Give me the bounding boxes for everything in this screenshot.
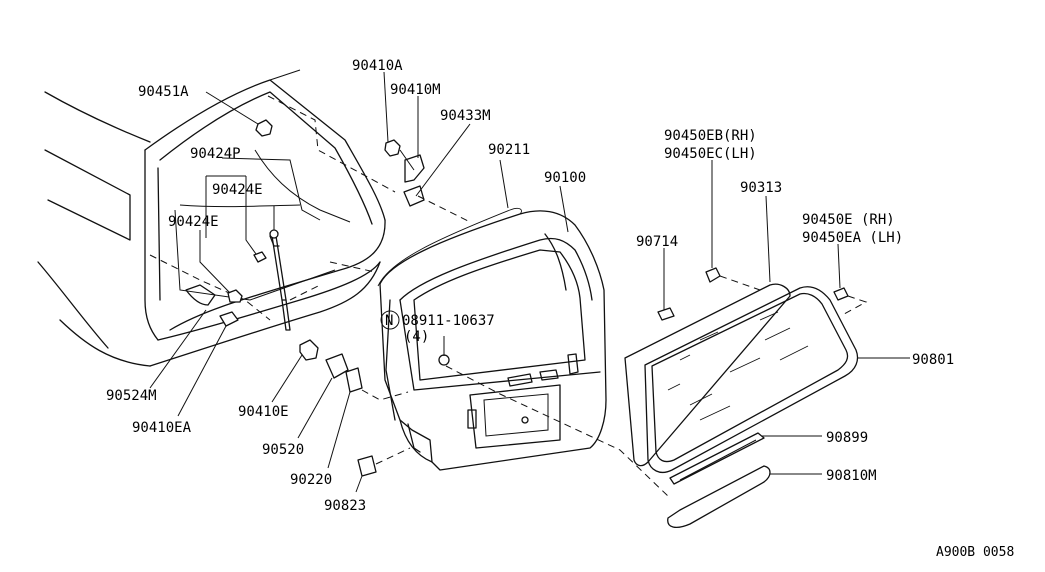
label-90810M: 90810M bbox=[826, 468, 877, 484]
diagram-code: A900B 0058 bbox=[936, 545, 1014, 560]
rear-glass-assembly bbox=[624, 267, 868, 529]
part-labels: 90451A 90410A 90410M 90433M 90424P 90424… bbox=[106, 58, 1014, 560]
label-90714: 90714 bbox=[636, 234, 678, 250]
label-90313: 90313 bbox=[740, 180, 782, 196]
label-90410A: 90410A bbox=[352, 58, 403, 74]
label-90520: 90520 bbox=[262, 442, 304, 458]
label-90220: 90220 bbox=[290, 472, 332, 488]
label-90450EA: 90450EA (LH) bbox=[802, 230, 903, 246]
label-90451A: 90451A bbox=[138, 84, 189, 100]
label-90424E-2: 90424E bbox=[168, 214, 219, 230]
gas-stay-assembly bbox=[219, 229, 291, 331]
leader-lines bbox=[149, 71, 910, 493]
label-90100: 90100 bbox=[544, 170, 586, 186]
label-90450EB: 90450EB(RH) bbox=[664, 128, 757, 144]
label-90410EA: 90410EA bbox=[132, 420, 192, 436]
label-90450EC: 90450EC(LH) bbox=[664, 146, 757, 162]
hinge-parts-top bbox=[384, 139, 425, 207]
label-08911-10637: 08911-10637 bbox=[402, 313, 495, 329]
hinge-parts-bottom bbox=[299, 339, 411, 477]
label-90450E: 90450E (RH) bbox=[802, 212, 895, 228]
assembly-guide-line bbox=[445, 365, 671, 499]
label-90801: 90801 bbox=[912, 352, 954, 368]
nut-symbol-letter: N bbox=[385, 313, 393, 329]
assembly-guide-line-top bbox=[417, 195, 471, 223]
vehicle-body bbox=[37, 69, 396, 367]
label-90424P: 90424P bbox=[190, 146, 241, 162]
label-90211: 90211 bbox=[488, 142, 530, 158]
label-90410E: 90410E bbox=[238, 404, 289, 420]
label-90524M: 90524M bbox=[106, 388, 157, 404]
label-08911-qty: (4) bbox=[404, 329, 429, 345]
nut-symbol-circle bbox=[380, 310, 400, 330]
label-90424E-1: 90424E bbox=[212, 182, 263, 198]
label-90899: 90899 bbox=[826, 430, 868, 446]
label-90823: 90823 bbox=[324, 498, 366, 514]
label-90410M: 90410M bbox=[390, 82, 441, 98]
back-door-panel bbox=[377, 207, 607, 471]
label-90433M: 90433M bbox=[440, 108, 491, 124]
